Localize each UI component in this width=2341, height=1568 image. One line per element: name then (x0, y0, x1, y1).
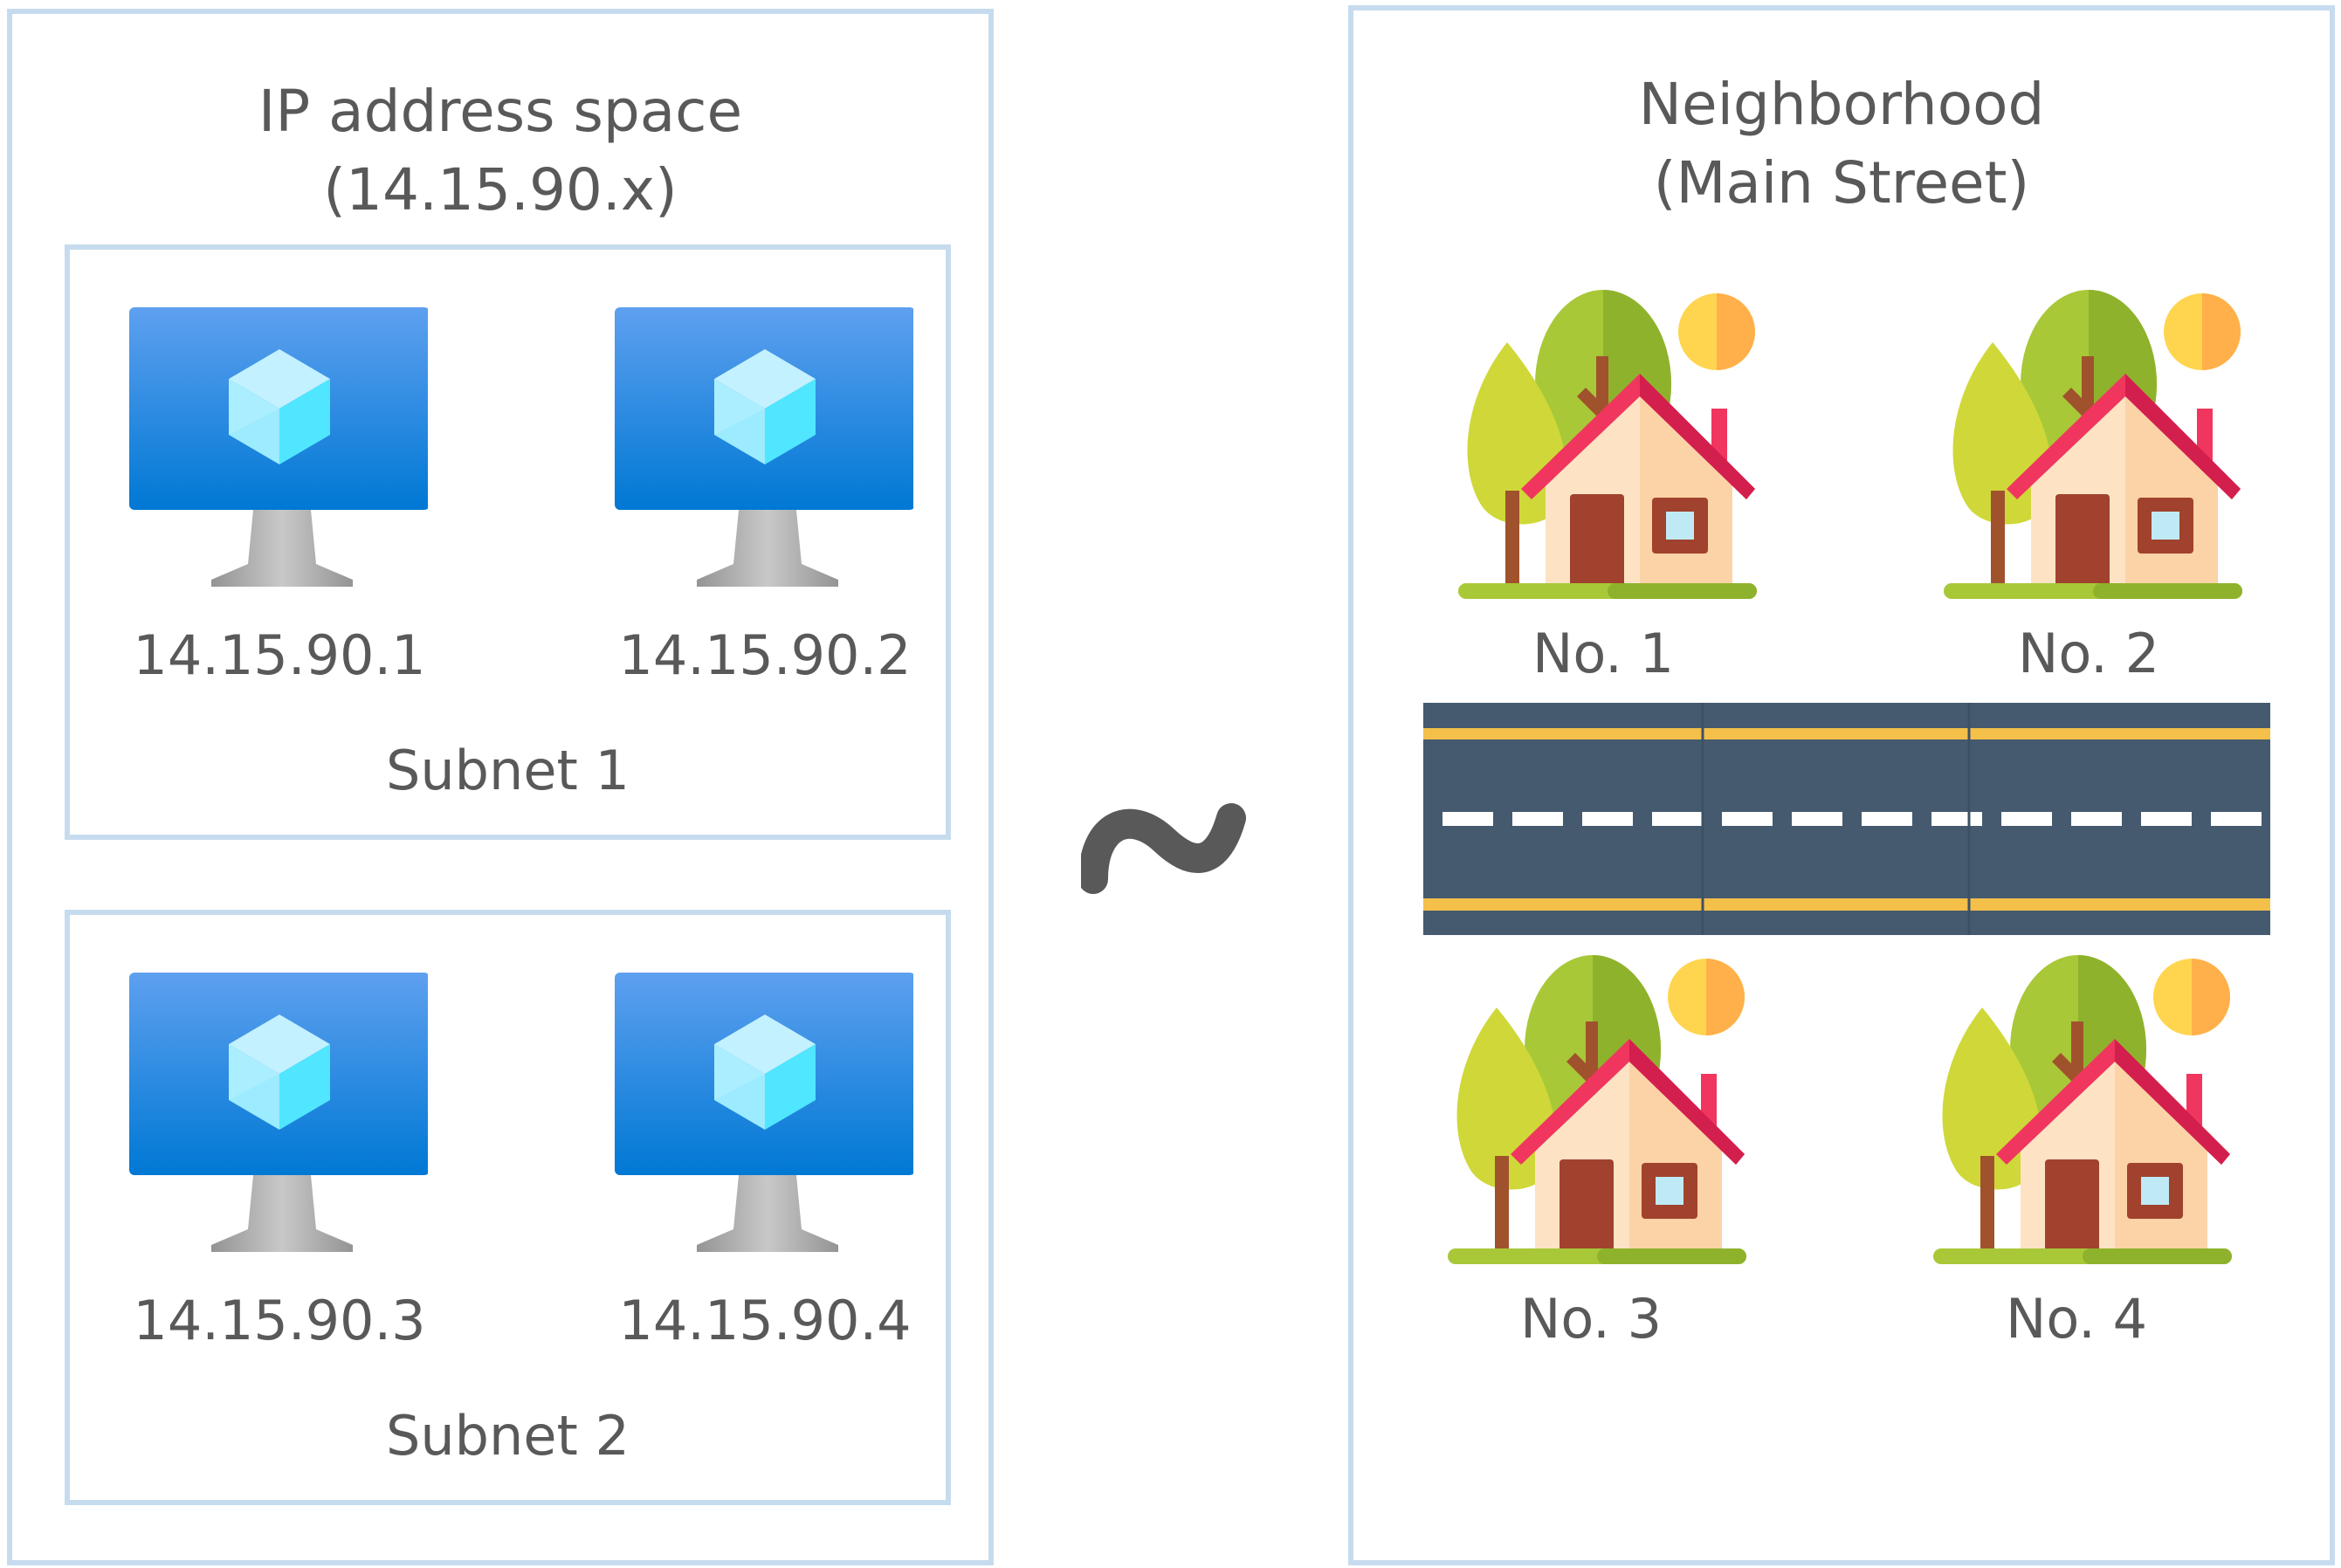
house-number-label: No. 1 (1532, 622, 1675, 685)
neighborhood-street: (Main Street) (1653, 149, 2030, 217)
subnet-label: Subnet 1 (386, 739, 630, 802)
subnet-1-box: 14.15.90.1 14.15.90.2 Subnet 1 (65, 244, 951, 840)
house-number-label: No. 4 (2005, 1287, 2148, 1351)
ip-address-space-panel: IP address space (14.15.90.x) 14.15.90.1… (7, 9, 994, 1565)
virtual-machine-icon (599, 307, 913, 604)
approximately-equal-symbol (1081, 803, 1246, 894)
virtual-machine-icon (114, 973, 428, 1269)
ip-space-title: IP address space (258, 78, 743, 145)
main-street-road (1423, 703, 2270, 935)
house-number-label: No. 2 (2017, 622, 2160, 685)
neighborhood-title: Neighborhood (1638, 71, 2045, 138)
vm-ip-label: 14.15.90.3 (133, 1289, 426, 1352)
subnet-label: Subnet 2 (386, 1404, 630, 1468)
subnet-2-box: 14.15.90.3 14.15.90.4 Subnet 2 (65, 910, 951, 1505)
house-icon (1930, 955, 2235, 1266)
virtual-machine-icon (599, 973, 913, 1269)
vm-ip-label: 14.15.90.2 (618, 623, 912, 687)
house-icon (1940, 290, 2246, 601)
house-icon (1444, 955, 1750, 1266)
vm-ip-label: 14.15.90.1 (133, 623, 426, 687)
neighborhood-panel: Neighborhood (Main Street) No. 1 No. 2 N… (1348, 5, 2335, 1565)
ip-space-range: (14.15.90.x) (323, 156, 678, 224)
house-icon (1455, 290, 1760, 601)
house-number-label: No. 3 (1519, 1287, 1663, 1351)
vm-ip-label: 14.15.90.4 (618, 1289, 912, 1352)
virtual-machine-icon (114, 307, 428, 604)
